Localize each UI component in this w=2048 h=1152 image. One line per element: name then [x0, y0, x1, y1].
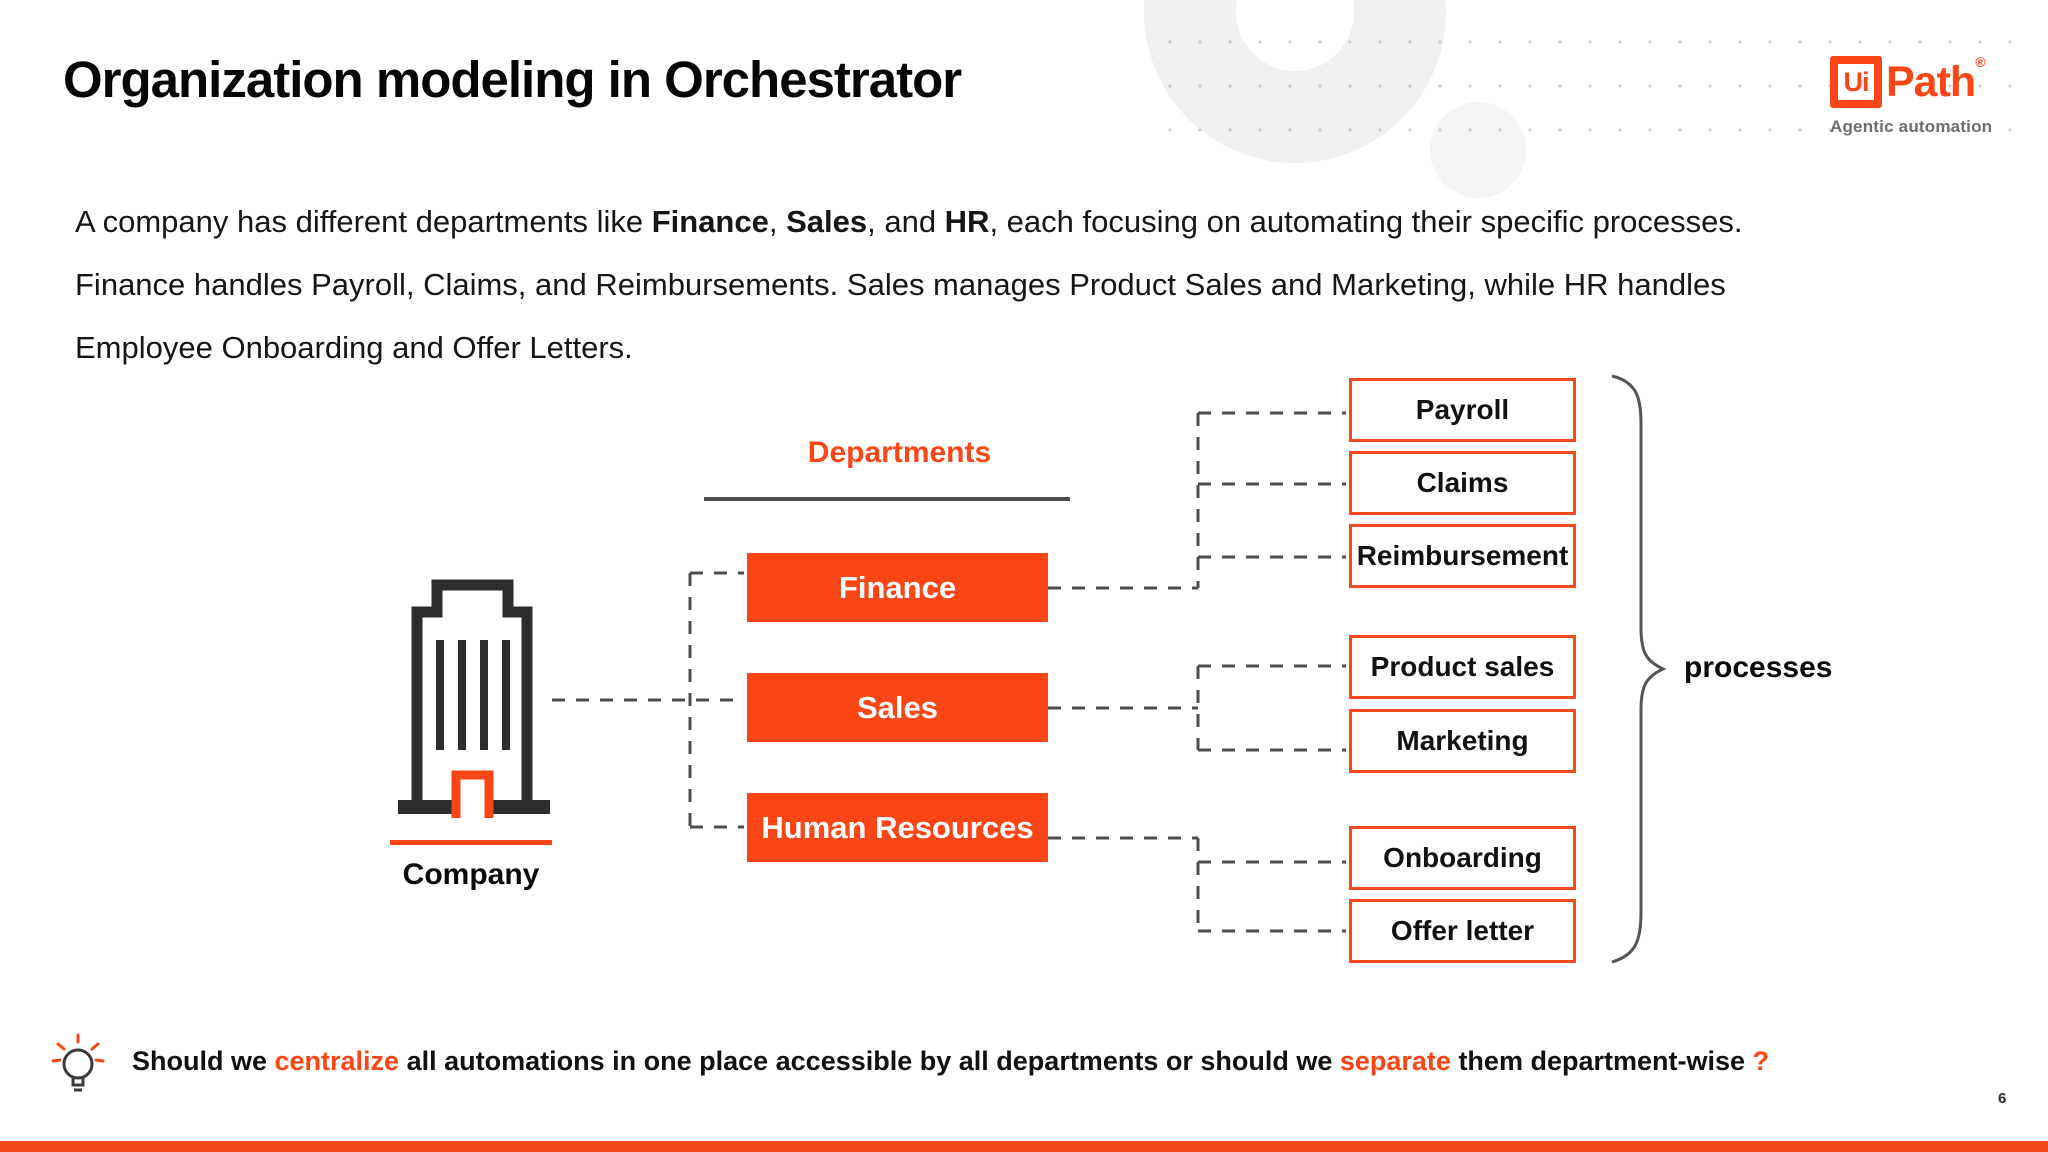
- uipath-ui-box-icon: Ui: [1830, 56, 1882, 108]
- question-mark: ?: [1752, 1046, 1770, 1076]
- company-underline: [390, 840, 552, 845]
- bottom-accent-bar: [0, 1141, 2048, 1152]
- uipath-ui-text: Ui: [1843, 66, 1870, 97]
- uipath-path-text: Path: [1886, 57, 1976, 106]
- department-box-human-resources: Human Resources: [747, 793, 1048, 862]
- discussion-question: Should we centralize all automations in …: [132, 1046, 1770, 1076]
- processes-label: processes: [1684, 651, 1833, 684]
- curly-brace: [1611, 374, 1667, 964]
- process-box-claims: Claims: [1349, 451, 1576, 515]
- company-label: Company: [402, 858, 540, 891]
- intro-paragraph: A company has different departments like…: [75, 190, 1965, 379]
- process-box-reimbursement: Reimbursement: [1349, 524, 1576, 588]
- departments-underline: [704, 497, 1070, 501]
- process-box-onboarding: Onboarding: [1349, 826, 1576, 890]
- department-box-finance: Finance: [747, 553, 1048, 622]
- department-box-sales: Sales: [747, 673, 1048, 742]
- company-building-icon: [398, 579, 550, 818]
- lightbulb-icon: [51, 1033, 105, 1092]
- logo-tagline: Agentic automation: [1830, 117, 1993, 136]
- process-box-product-sales: Product sales: [1349, 635, 1576, 699]
- highlight-separate: separate: [1339, 1046, 1451, 1076]
- registered-trademark-icon: ®: [1975, 54, 1986, 70]
- page-number: 6: [1998, 1090, 2007, 1107]
- paragraph-line-3: Employee Onboarding and Offer Letters.: [75, 330, 633, 365]
- process-box-marketing: Marketing: [1349, 709, 1576, 773]
- building-door: [451, 770, 494, 818]
- uipath-logo-row: Ui Path ®: [1830, 54, 2020, 108]
- paragraph-line-1: A company has different departments like…: [75, 204, 1743, 239]
- process-box-payroll: Payroll: [1349, 378, 1576, 442]
- page-title: Organization modeling in Orchestrator: [63, 51, 962, 108]
- uipath-logo: Ui Path ® Agentic automation: [1830, 54, 2020, 137]
- highlight-centralize: centralize: [274, 1046, 400, 1076]
- process-box-offer-letter: Offer letter: [1349, 899, 1576, 963]
- departments-heading: Departments: [807, 436, 992, 469]
- paragraph-line-2: Finance handles Payroll, Claims, and Rei…: [75, 267, 1726, 302]
